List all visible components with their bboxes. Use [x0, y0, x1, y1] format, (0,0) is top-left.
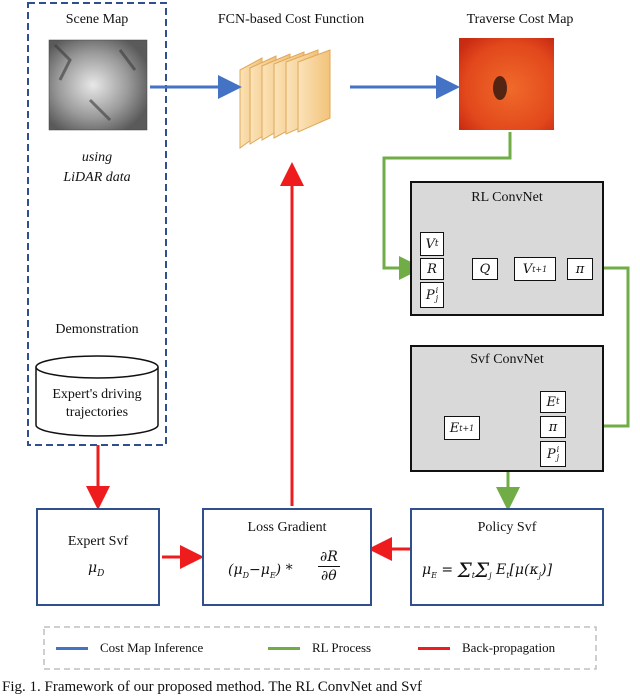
rl-convnet-title: RL ConvNet	[471, 190, 543, 205]
database-label-line1: Expert's driving	[52, 387, 142, 402]
svf-convnet-box	[410, 345, 604, 472]
database-label-line2: trajectories	[65, 405, 129, 420]
legend-label-cost-map: Cost Map Inference	[100, 640, 204, 655]
expert-svf-formula: μD	[88, 560, 105, 579]
expert-trajectories-database	[35, 355, 159, 437]
legend-swatch-green	[268, 647, 300, 650]
scene-map-title: Scene Map	[65, 12, 129, 27]
legend-swatch-red	[418, 647, 450, 650]
scene-map-caption-line2: LiDAR data	[63, 170, 131, 185]
legend-label-rl: RL Process	[312, 640, 372, 655]
loss-gradient-derivative: ∂R∂θ	[318, 549, 340, 584]
rl-node-q: Q	[472, 258, 498, 280]
rl-node-r: R	[420, 258, 444, 280]
svf-node-pi: π	[540, 416, 566, 438]
rl-node-pi: π	[567, 258, 593, 280]
svf-convnet-title: Svf ConvNet	[470, 352, 544, 367]
scene-map-caption-line1: using	[81, 150, 113, 165]
loss-gradient-formula: (μD−μE) *	[228, 562, 293, 580]
policy-svf-formula: μE = ΣtΣj Et[μ(κj)]	[422, 558, 553, 582]
expert-svf-title: Expert Svf	[67, 534, 129, 549]
traverse-title: Traverse Cost Map	[466, 12, 574, 27]
loss-gradient-title: Loss Gradient	[247, 520, 327, 535]
fcn-layer-stack	[239, 49, 331, 149]
legend-label-backprop: Back-propagation	[462, 640, 556, 655]
demonstration-title: Demonstration	[55, 322, 139, 337]
legend-swatch-blue	[56, 647, 88, 650]
fcn-title: FCN-based Cost Function	[217, 12, 365, 27]
arrow-cost-to-rl	[382, 132, 512, 280]
loss-gradient-box	[202, 508, 372, 606]
policy-svf-box	[410, 508, 604, 606]
legend-frame	[43, 626, 597, 670]
policy-svf-title: Policy Svf	[477, 520, 537, 535]
expert-svf-box	[36, 508, 160, 606]
figure-caption: Fig. 1. Framework of our proposed method…	[2, 679, 422, 695]
